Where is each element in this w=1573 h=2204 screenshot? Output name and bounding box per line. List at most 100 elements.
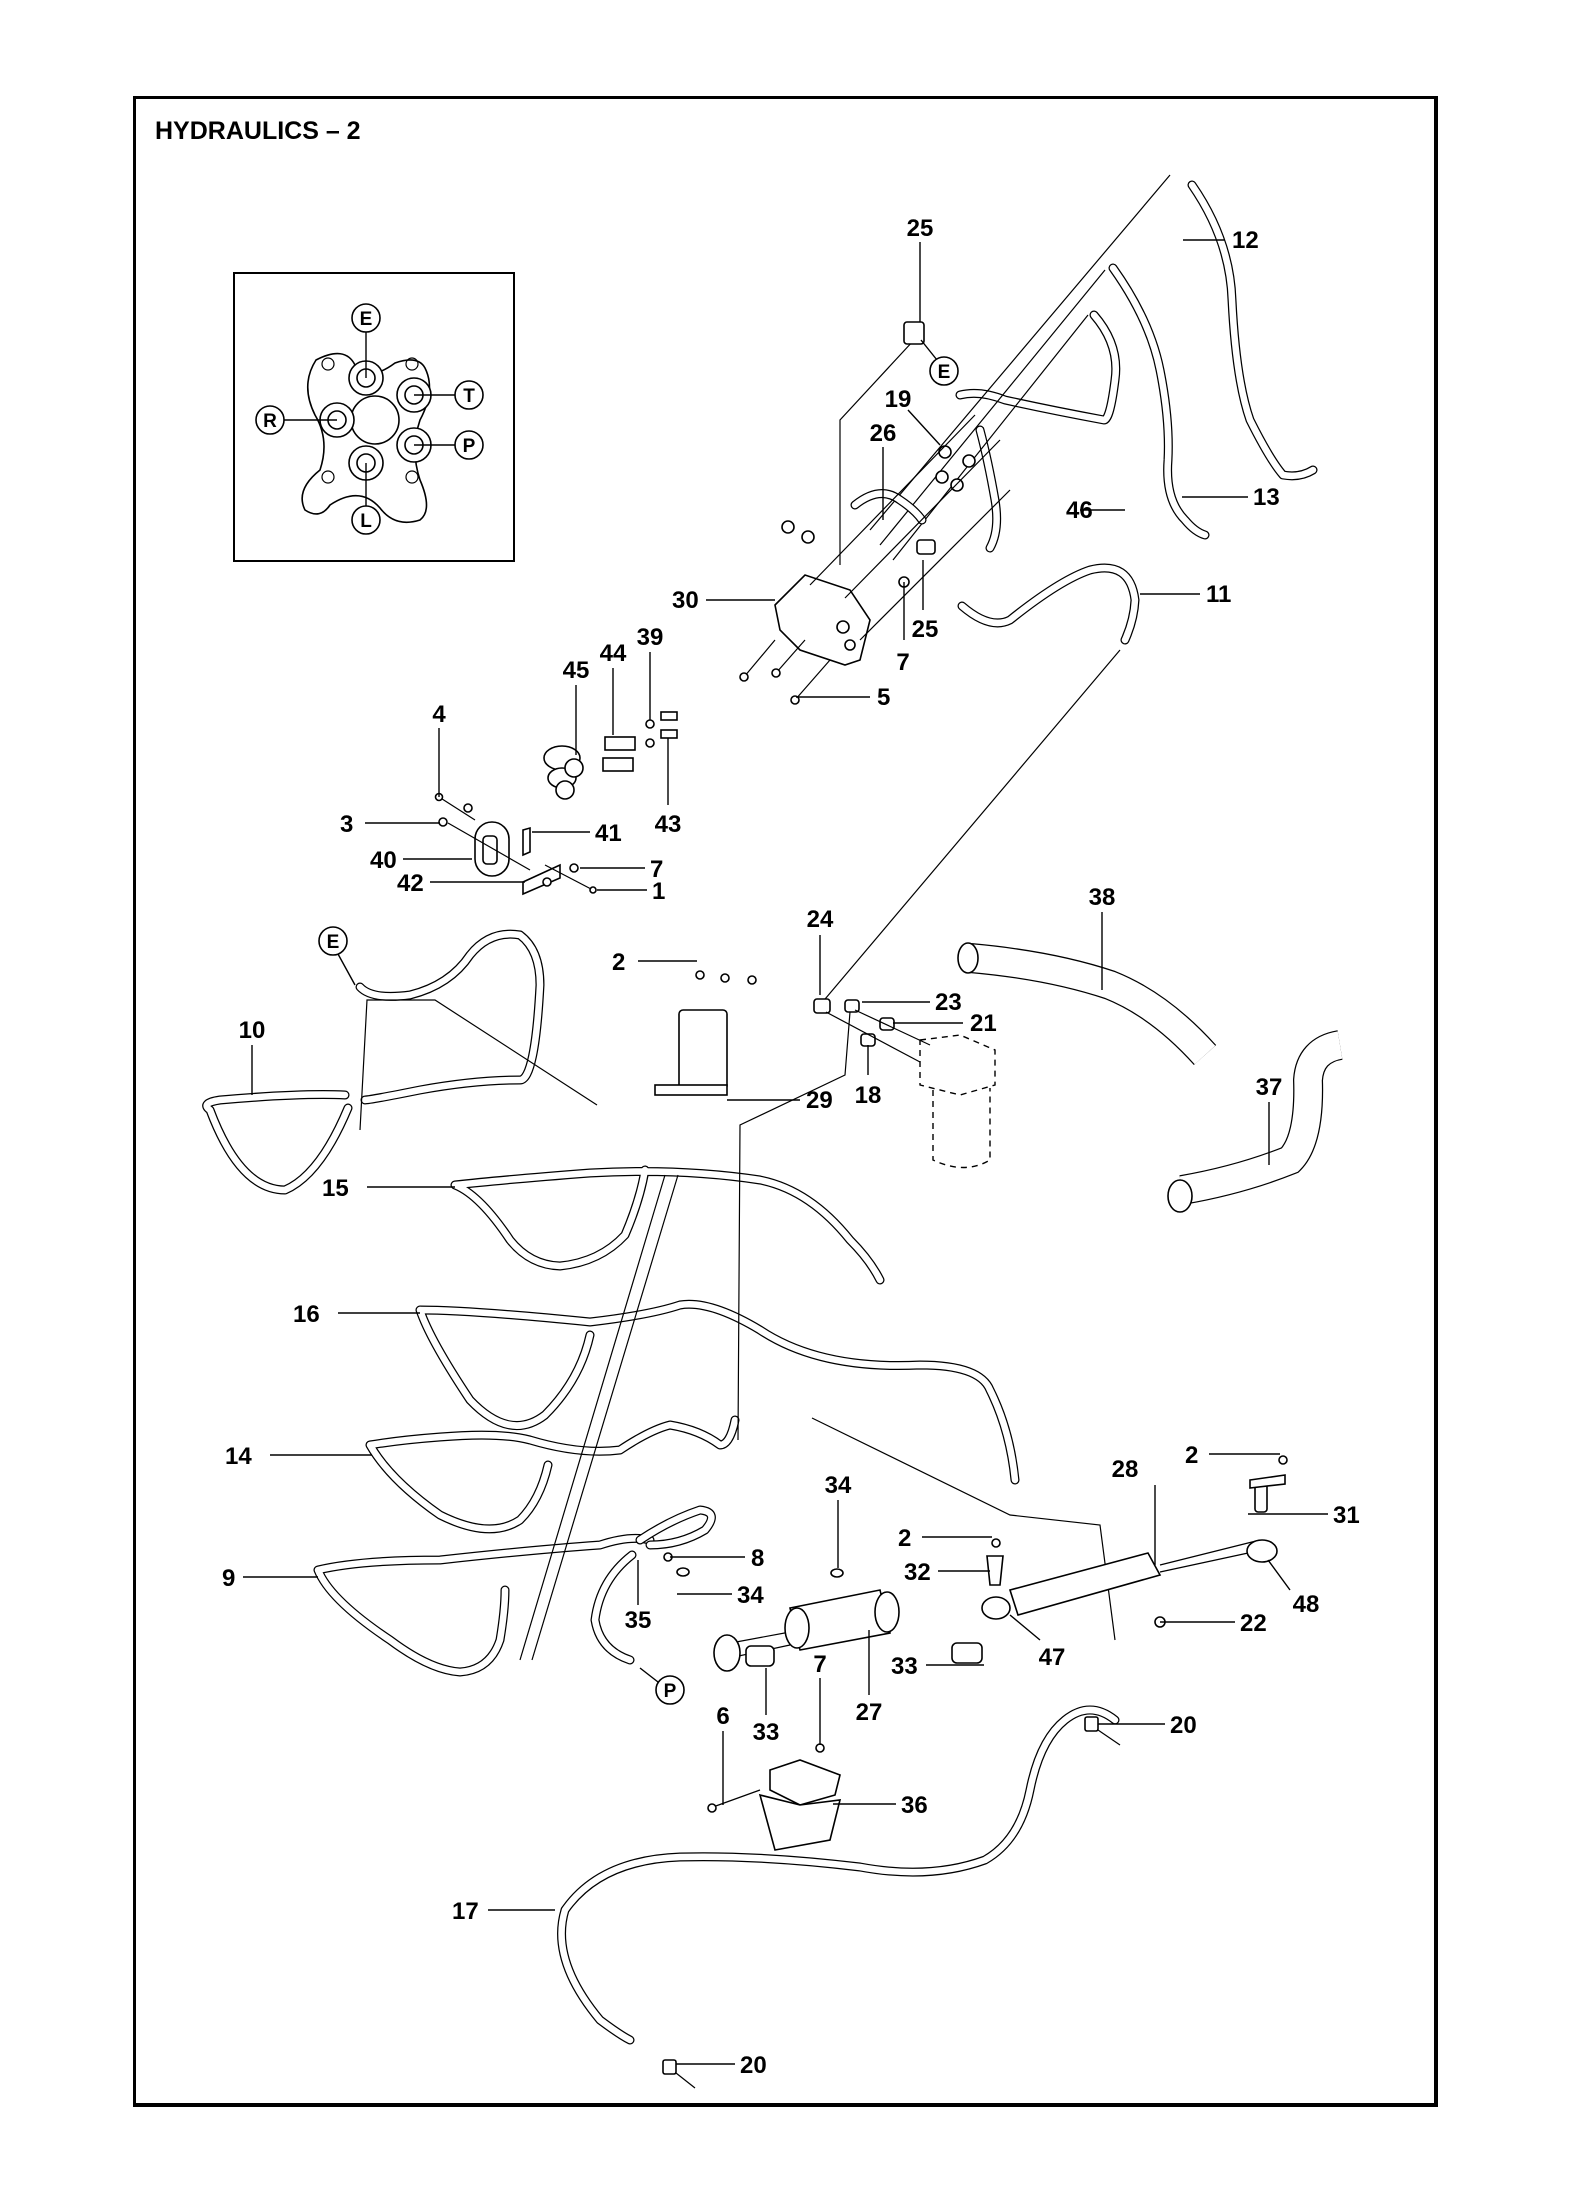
hose-26-stub: [850, 489, 927, 525]
filter-outline: [919, 1034, 996, 1169]
callout-41: 41: [595, 820, 622, 847]
hose-15: [450, 1165, 885, 1285]
callout-19: 19: [885, 386, 912, 413]
hose-46: [955, 310, 1121, 553]
callout-38: 38: [1089, 884, 1116, 911]
callout-12: 12: [1232, 227, 1259, 254]
mount-hole: [321, 470, 335, 484]
lift-cylinder-27: [676, 1567, 983, 1672]
callout-18: 18: [855, 1082, 882, 1109]
inset-port-diagram: E T R P L: [255, 303, 484, 535]
callout-22: 22: [1240, 1610, 1267, 1637]
nipples-43: [660, 711, 678, 739]
callout-44: 44: [600, 640, 627, 667]
callout-48: 48: [1293, 1591, 1320, 1618]
callout-45: 45: [563, 657, 590, 684]
hose-12: [1187, 180, 1318, 481]
callout-16: 16: [293, 1301, 320, 1328]
callout-2-pin31: 2: [1185, 1442, 1198, 1469]
port-hub: [350, 395, 400, 445]
valve-port-inset: [233, 272, 515, 562]
hose-37: [1167, 1030, 1344, 1213]
callout-4: 4: [432, 701, 446, 728]
svg-text:P: P: [664, 1681, 677, 1702]
mount-hole: [405, 357, 419, 371]
callout-35: 35: [625, 1607, 652, 1634]
callout-25-lower: 25: [912, 616, 939, 643]
marker-hose10-e: E: [318, 926, 356, 986]
callout-1: 1: [652, 878, 665, 905]
callout-7-valve: 7: [896, 649, 909, 676]
mount-hole: [321, 357, 335, 371]
callout-28: 28: [1112, 1456, 1139, 1483]
callout-leaders: [243, 239, 1328, 2065]
callout-21: 21: [970, 1010, 997, 1037]
hose-35-loop: [590, 1505, 716, 1665]
marker-hose9-p: P: [639, 1667, 685, 1705]
callout-33-right: 33: [891, 1653, 918, 1680]
svg-text:E: E: [938, 362, 951, 383]
callout-32: 32: [904, 1559, 931, 1586]
port-label-r: R: [255, 405, 285, 435]
callout-24: 24: [807, 906, 834, 933]
cylinder-29: [519, 970, 757, 1661]
seals-39: [645, 719, 655, 748]
callout-3: 3: [340, 811, 353, 838]
diagram-frame: [133, 96, 1438, 2107]
callout-36: 36: [901, 1792, 928, 1819]
hose-38: [957, 942, 1217, 1066]
callout-2-pin32: 2: [898, 1525, 911, 1552]
callout-20-top: 20: [1170, 1712, 1197, 1739]
callout-34-top: 34: [825, 1472, 852, 1499]
port-label-e: E: [351, 303, 381, 333]
callout-46: 46: [1066, 497, 1093, 524]
bracket-36: [707, 1743, 842, 1851]
svg-text:R: R: [263, 411, 277, 432]
marker-valve-e: E: [920, 339, 959, 386]
hose-10: [202, 929, 545, 1195]
adapters-20: [662, 1716, 1121, 2089]
callout-29: 29: [806, 1087, 833, 1114]
callout-25-top: 25: [907, 215, 934, 242]
svg-text:T: T: [463, 386, 475, 407]
port-label-t: T: [454, 380, 484, 410]
adapters-44: [602, 736, 636, 772]
svg-text:E: E: [360, 309, 373, 330]
callout-26: 26: [870, 420, 897, 447]
callout-7-bracket36: 7: [813, 1651, 826, 1678]
callout-47: 47: [1039, 1644, 1066, 1671]
callout-20-bottom: 20: [740, 2052, 767, 2079]
callout-11: 11: [1206, 581, 1231, 608]
callout-9: 9: [222, 1565, 235, 1592]
callout-37: 37: [1256, 1074, 1283, 1101]
callout-39: 39: [637, 624, 664, 651]
hose-11: [957, 563, 1140, 645]
callout-numbers: 25 12 19 26 13 46 11 30 25 7 5 39 44 45 …: [222, 215, 1360, 2079]
svg-text:P: P: [463, 436, 476, 457]
callout-42: 42: [397, 870, 424, 897]
hose-9: [313, 1533, 655, 1677]
callout-31: 31: [1333, 1502, 1360, 1529]
callout-17: 17: [452, 1898, 479, 1925]
callout-33-left: 33: [753, 1719, 780, 1746]
svg-text:L: L: [360, 511, 372, 532]
callout-10: 10: [239, 1017, 266, 1044]
callout-23: 23: [935, 989, 962, 1016]
pin-31: [1249, 1455, 1288, 1513]
callout-14: 14: [225, 1443, 252, 1470]
callout-34-left: 34: [737, 1582, 764, 1609]
steering-cylinder-28: [811, 1417, 1278, 1641]
port-label-l: L: [351, 505, 381, 535]
svg-text:E: E: [327, 932, 340, 953]
callout-15: 15: [322, 1175, 349, 1202]
routing-lines-top: [819, 174, 1171, 1006]
callout-7-bracket: 7: [650, 856, 663, 883]
callout-8: 8: [751, 1545, 764, 1572]
callout-30: 30: [672, 587, 699, 614]
callout-27: 27: [856, 1699, 883, 1726]
page-title: HYDRAULICS – 2: [155, 117, 361, 145]
bolts-5: [739, 639, 831, 705]
hose-16: [415, 1299, 1020, 1485]
fitting-25-lower: [916, 539, 936, 555]
